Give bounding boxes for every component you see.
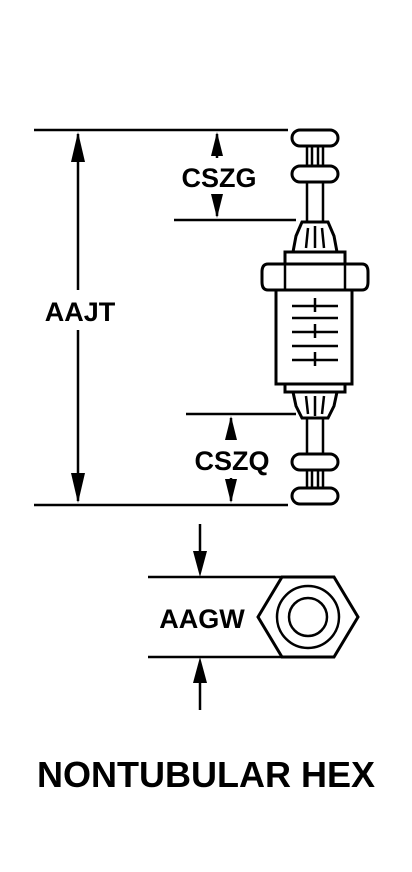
diagram-caption: NONTUBULAR HEX (37, 754, 375, 795)
top-cap-upper (290, 128, 340, 148)
arrow-up-icon (225, 416, 237, 440)
knurl-line (304, 227, 310, 249)
overall-length-label: AAJT (45, 297, 116, 327)
hex-end-view (256, 575, 360, 659)
top-section-dimension: CSZG (174, 132, 296, 222)
bottom-section-dimension: CSZQ (186, 412, 296, 503)
hex-nut (260, 262, 370, 292)
component-side-view (260, 128, 370, 506)
knurl-line (304, 395, 310, 415)
knurl-line (320, 227, 326, 249)
arrow-up-icon (211, 132, 223, 156)
hex-outline (256, 575, 360, 659)
hex-inner-circle (287, 596, 329, 638)
arrow-down-icon (193, 551, 207, 577)
arrow-down-icon (225, 479, 237, 503)
arrow-down-icon (211, 194, 223, 218)
bottom-cap-upper (290, 452, 340, 472)
top-cap-lower (290, 164, 340, 184)
hex-outer-circle (275, 584, 341, 650)
arrow-up-icon (71, 132, 85, 162)
across-flats-label: AAGW (159, 604, 245, 634)
overall-length-dimension: AAJT (34, 128, 288, 507)
arrow-up-icon (193, 657, 207, 683)
across-flats-dimension: AAGW (148, 524, 282, 710)
knurl-line (320, 395, 326, 415)
bottom-section-label: CSZQ (194, 446, 269, 476)
arrow-down-icon (71, 473, 85, 503)
bottom-cap-lower (290, 486, 340, 506)
top-section-label: CSZG (181, 163, 256, 193)
nut-collar (283, 250, 347, 266)
